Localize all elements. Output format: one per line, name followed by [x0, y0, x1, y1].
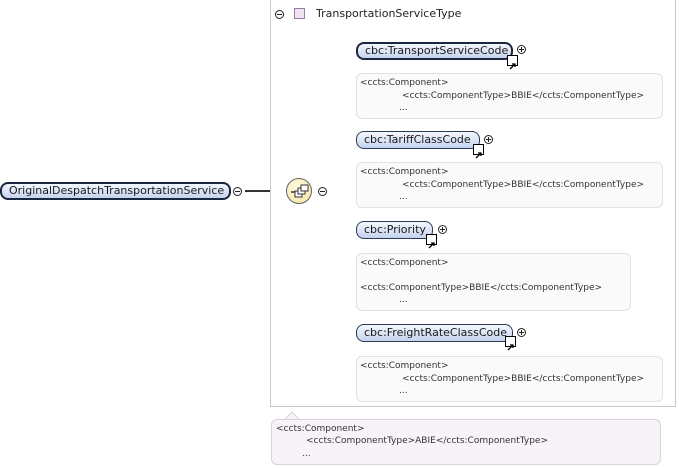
child-annotation: <ccts:Component> <ccts:ComponentType>BBI… — [356, 253, 631, 311]
child-element-label: cbc:FreightRateClassCode — [364, 326, 508, 339]
plus-circle-icon[interactable] — [484, 135, 493, 144]
sequence-glyph — [291, 184, 309, 198]
child-element-label: cbc:Priority — [364, 223, 426, 236]
annotation-line: <ccts:ComponentType>BBIE</ccts:Component… — [402, 374, 645, 384]
annotation-line: <ccts:Component> — [360, 258, 449, 268]
type-label: TransportationServiceType — [316, 7, 462, 20]
annotation-line: ... — [399, 295, 408, 305]
annotation-line: <ccts:Component> — [360, 78, 449, 88]
child-annotation: <ccts:Component> <ccts:ComponentType>BBI… — [356, 356, 663, 402]
child-element-node[interactable]: cbc:TransportServiceCode — [356, 42, 513, 60]
reference-arrow-icon — [507, 55, 518, 70]
root-element-node[interactable]: OriginalDespatchTransportationService — [0, 182, 231, 200]
plus-circle-icon[interactable] — [517, 45, 526, 54]
annotation-line: <ccts:ComponentType>BBIE</ccts:Component… — [402, 180, 645, 190]
child-annotation: <ccts:Component> <ccts:ComponentType>BBI… — [356, 73, 663, 119]
arrow-glyph — [428, 242, 435, 249]
child-element-node[interactable]: cbc:Priority — [356, 221, 433, 239]
arrow-glyph — [475, 152, 482, 159]
annotation-line: <ccts:Component> — [276, 424, 365, 434]
annotation-line: <ccts:ComponentType>BBIE</ccts:Component… — [402, 91, 645, 101]
annotation-line: <ccts:Component> — [360, 167, 449, 177]
minus-circle-icon[interactable] — [275, 10, 284, 19]
arrow-glyph — [507, 344, 514, 351]
complex-type-icon — [294, 8, 305, 19]
annotation-line: ... — [399, 103, 408, 113]
reference-arrow-icon — [426, 234, 437, 249]
child-element-label: cbc:TariffClassCode — [364, 133, 471, 146]
type-annotation: <ccts:Component> <ccts:ComponentType>ABI… — [271, 419, 661, 465]
plus-circle-icon[interactable] — [438, 225, 447, 234]
plus-circle-icon[interactable] — [517, 328, 526, 337]
annotation-line: ... — [399, 386, 408, 396]
child-annotation: <ccts:Component> <ccts:ComponentType>BBI… — [356, 162, 663, 208]
child-element-label: cbc:TransportServiceCode — [365, 44, 509, 57]
reference-arrow-icon — [473, 144, 484, 159]
annotation-line: ... — [399, 192, 408, 202]
annotation-line: ... — [302, 449, 311, 459]
child-element-node[interactable]: cbc:TariffClassCode — [356, 131, 480, 149]
annotation-line: <ccts:ComponentType>BBIE</ccts:Component… — [360, 283, 603, 293]
minus-circle-icon[interactable] — [318, 187, 327, 196]
minus-circle-icon[interactable] — [233, 187, 242, 196]
arrow-glyph — [509, 63, 516, 70]
annotation-line: <ccts:Component> — [360, 361, 449, 371]
reference-arrow-icon — [505, 336, 516, 351]
sequence-compositor-icon[interactable] — [286, 178, 312, 204]
child-element-node[interactable]: cbc:FreightRateClassCode — [356, 324, 513, 342]
annotation-line: <ccts:ComponentType>ABIE</ccts:Component… — [306, 436, 549, 446]
root-element-label: OriginalDespatchTransportationService — [9, 184, 225, 197]
